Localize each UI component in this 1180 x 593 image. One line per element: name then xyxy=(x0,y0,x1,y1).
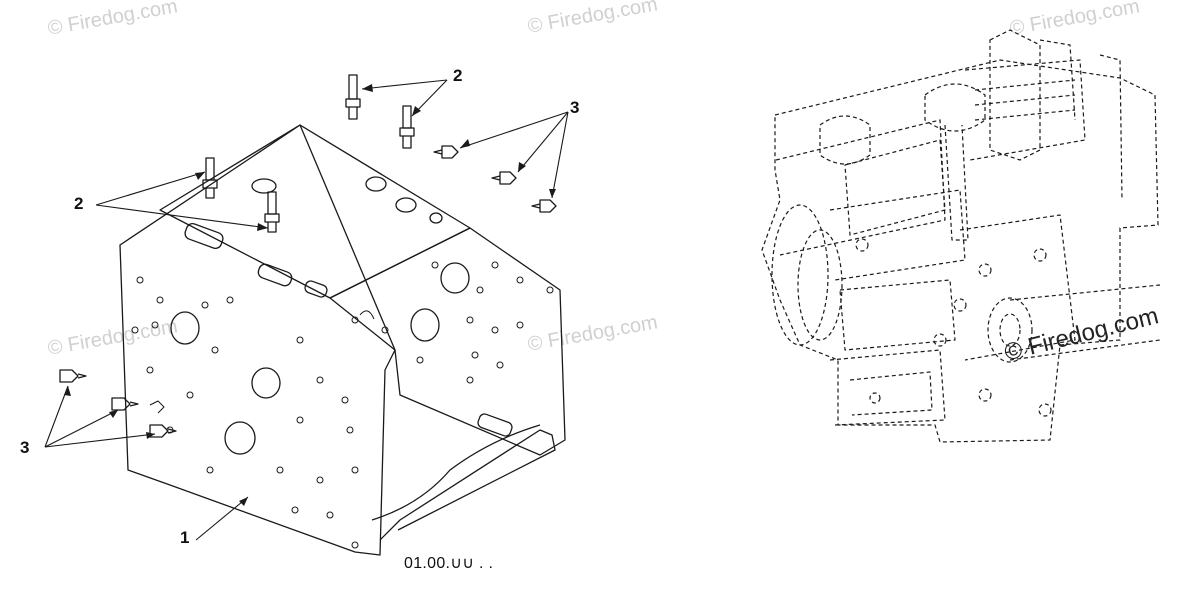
nut-group xyxy=(59,145,557,438)
leader-arrowheads xyxy=(64,84,556,506)
callout-label: 3 xyxy=(570,98,580,117)
leader-lines xyxy=(44,79,569,541)
engine-phantom xyxy=(761,29,1161,443)
callout-label: 2 xyxy=(74,194,84,213)
bolt-group xyxy=(202,74,415,233)
part-code: 01.00.∪∪ . . xyxy=(404,555,494,572)
callout-label: 1 xyxy=(180,528,190,547)
frame-assembly xyxy=(119,124,566,556)
callout-label: 3 xyxy=(20,438,30,457)
callout-label: 2 xyxy=(453,66,463,85)
